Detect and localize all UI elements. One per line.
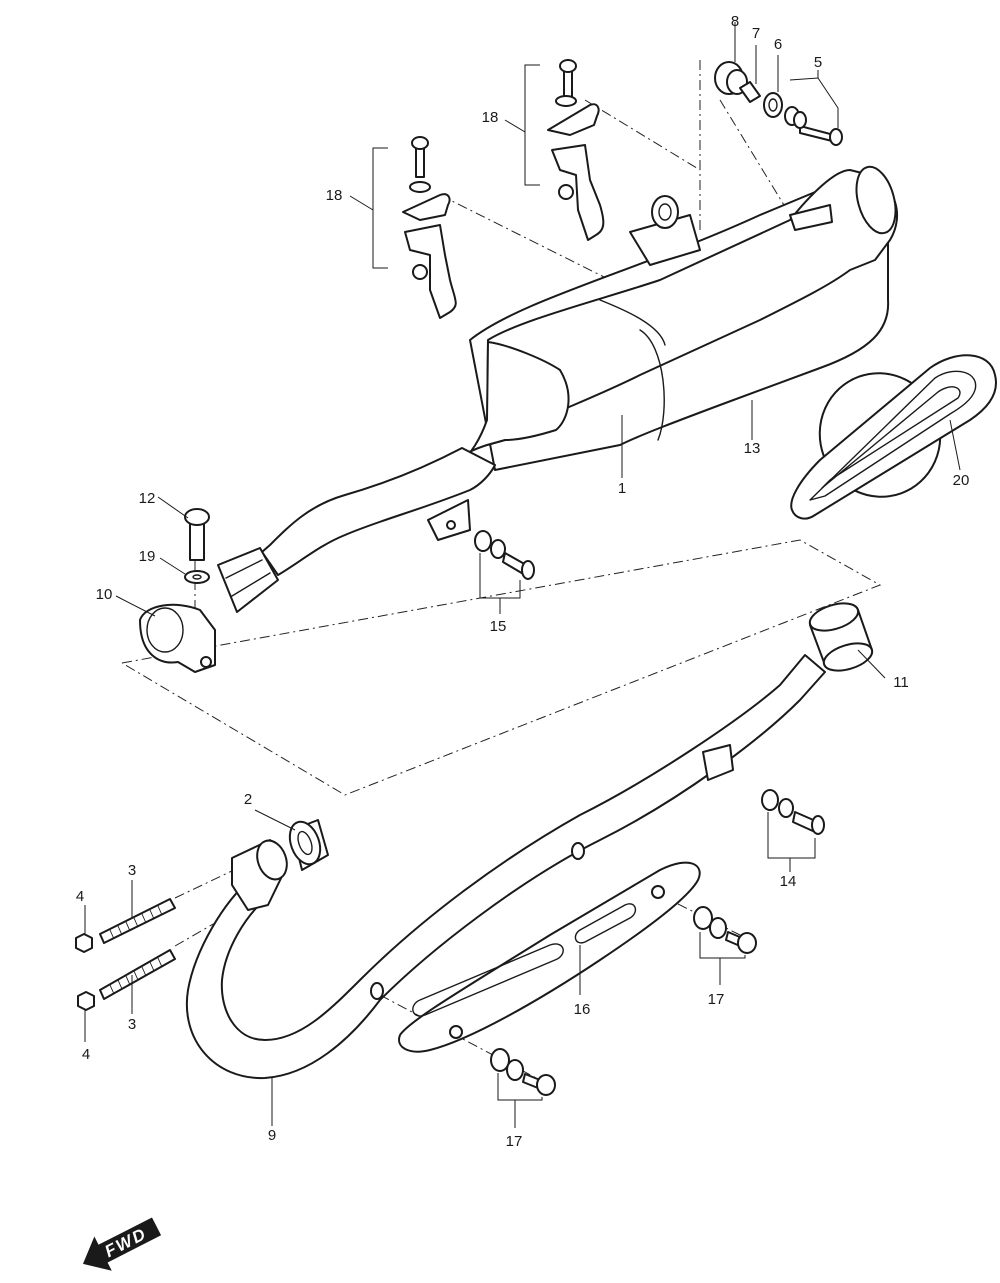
callout-5: 5	[814, 54, 822, 71]
callout-11: 11	[893, 674, 909, 691]
callout-19: 19	[139, 548, 156, 565]
callout-4-lower: 4	[82, 1046, 90, 1063]
hardware-17-lower	[490, 1048, 556, 1096]
callout-3-lower: 3	[128, 1016, 136, 1033]
bracket-set-18-left	[402, 136, 457, 319]
collar-11	[808, 602, 874, 672]
callout-1: 1	[618, 480, 626, 497]
callout-20: 20	[953, 472, 970, 489]
clamp-hardware	[139, 508, 216, 673]
callouts: 1 2 3 3 4 4 5 6 7 8 9 10 11 12 13 14 15 …	[76, 13, 970, 1150]
fwd-label: FWD	[102, 1224, 150, 1261]
gasket-20	[790, 354, 997, 520]
callout-12: 12	[139, 490, 156, 507]
callout-6: 6	[774, 36, 782, 53]
hardware-15	[474, 530, 535, 580]
callout-3-upper: 3	[128, 862, 136, 879]
muffler-assembly	[217, 165, 899, 613]
callout-14: 14	[780, 873, 797, 890]
callout-16: 16	[574, 1001, 591, 1018]
callout-4-upper: 4	[76, 888, 84, 905]
mount-hardware-top	[714, 61, 843, 146]
callout-17-upper: 17	[708, 991, 725, 1008]
callout-9: 9	[268, 1127, 276, 1144]
callout-7: 7	[752, 25, 760, 42]
callout-18-left: 18	[326, 187, 343, 204]
fwd-arrow-icon: FWD	[82, 1217, 162, 1271]
callout-2: 2	[244, 791, 252, 808]
hardware-14	[761, 789, 825, 835]
gasket-2	[288, 819, 329, 871]
leader-lines	[84, 22, 961, 1128]
hardware-17-upper	[693, 906, 757, 954]
callout-15: 15	[490, 618, 507, 635]
exhaust-pipe-9	[185, 654, 826, 1080]
callout-8: 8	[731, 13, 739, 30]
callout-10: 10	[96, 586, 113, 603]
studs-and-nuts	[75, 898, 176, 1011]
heat-guard-16	[398, 861, 701, 1053]
callout-17-lower: 17	[506, 1133, 523, 1150]
bracket-set-18-right	[547, 59, 605, 241]
callout-18-right: 18	[482, 109, 499, 126]
callout-13: 13	[744, 440, 761, 457]
